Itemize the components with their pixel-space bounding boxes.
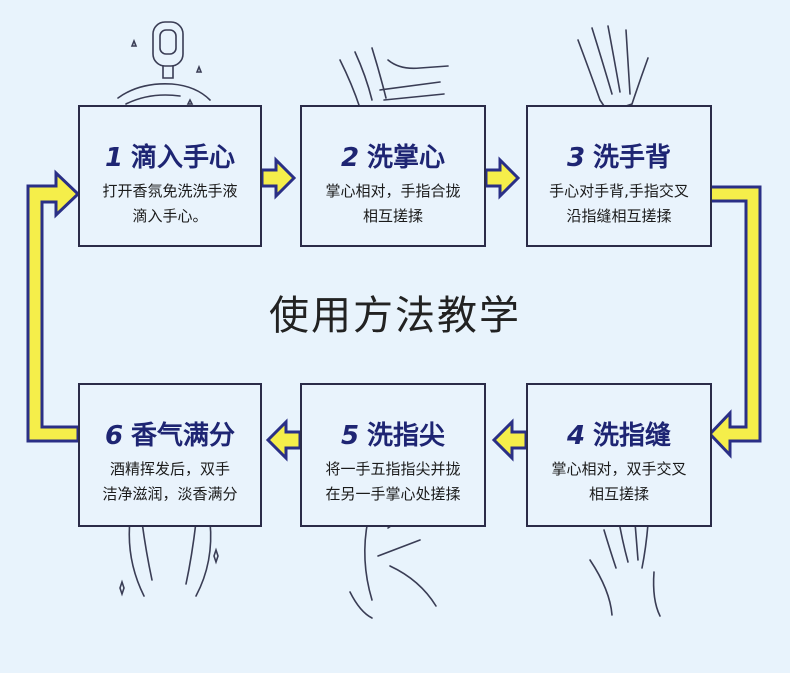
step-3-number: 3 <box>566 143 586 173</box>
step-3-card: 3 洗手背 手心对手背,手指交叉 沿指缝相互搓揉 <box>526 105 712 247</box>
dispenser-hand-icon <box>117 21 211 105</box>
step-6-number: 6 <box>104 421 124 451</box>
step-6-name: 香气满分 <box>131 421 236 451</box>
step-5-title: 5 洗指尖 <box>302 421 484 451</box>
step-4-title: 4 洗指缝 <box>528 421 710 451</box>
arrow-down-3-4 <box>707 185 762 459</box>
step-2-card: 2 洗掌心 掌心相对，手指合拢 相互搓揉 <box>300 105 486 247</box>
arrow-left-4-5 <box>491 418 528 462</box>
step-1-desc: 打开香氛免洗洗手液 滴入手心。 <box>102 182 238 225</box>
step-2-desc: 掌心相对，手指合拢 相互搓揉 <box>325 182 461 225</box>
step-4-desc: 掌心相对，双手交叉 相互搓揉 <box>551 460 687 503</box>
step-6-title: 6 香气满分 <box>80 421 260 451</box>
step-5-card: 5 洗指尖 将一手五指指尖并拢 在另一手掌心处搓揉 <box>300 383 486 527</box>
step-5-desc: 将一手五指指尖并拢 在另一手掌心处搓揉 <box>325 460 461 503</box>
fingertips-palm-icon <box>349 516 437 619</box>
page-title: 使用方法教学 <box>269 293 521 339</box>
step-4-card: 4 洗指缝 掌心相对，双手交叉 相互搓揉 <box>526 383 712 527</box>
step-4-name: 洗指缝 <box>593 421 672 451</box>
arrow-right-1-2 <box>260 156 297 200</box>
arrow-right-2-3 <box>484 156 521 200</box>
step-2-title: 2 洗掌心 <box>302 143 484 173</box>
step-6-desc: 酒精挥发后，双手 洁净滋润，淡香满分 <box>102 460 238 503</box>
step-2-name: 洗掌心 <box>367 143 446 173</box>
arrow-up-6-1 <box>26 169 81 443</box>
step-3-title: 3 洗手背 <box>528 143 710 173</box>
step-5-name: 洗指尖 <box>367 421 446 451</box>
step-5-number: 5 <box>340 421 360 451</box>
arrow-left-5-6 <box>265 418 302 462</box>
step-4-number: 4 <box>566 421 586 451</box>
step-1-number: 1 <box>104 143 124 173</box>
step-1-title: 1 滴入手心 <box>80 143 260 173</box>
step-3-name: 洗手背 <box>593 143 672 173</box>
step-3-desc: 手心对手背,手指交叉 沿指缝相互搓揉 <box>549 182 689 225</box>
step-2-number: 2 <box>340 143 360 173</box>
step-1-card: 1 滴入手心 打开香氛免洗洗手液 滴入手心。 <box>78 105 262 247</box>
palms-rubbing-icon <box>339 47 449 109</box>
hand-back-icon <box>577 25 649 107</box>
step-1-name: 滴入手心 <box>131 143 236 173</box>
step-6-card: 6 香气满分 酒精挥发后，双手 洁净滋润，淡香满分 <box>78 383 262 527</box>
